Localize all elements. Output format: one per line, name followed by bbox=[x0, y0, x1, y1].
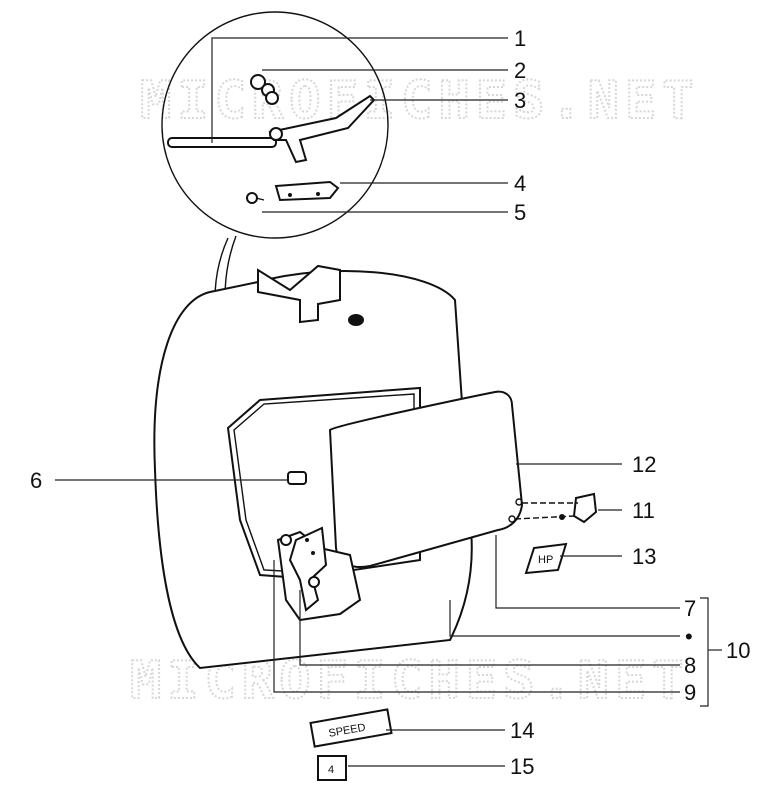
callout-9: 9 bbox=[684, 680, 696, 705]
bracket-icon bbox=[274, 180, 340, 202]
leg-shield-body bbox=[153, 264, 473, 670]
svg-text:4: 4 bbox=[328, 764, 334, 776]
bullet-dot: • bbox=[685, 624, 693, 649]
gear-decal: 4 bbox=[317, 755, 347, 781]
callout-5: 5 bbox=[514, 200, 526, 225]
callout-12: 12 bbox=[632, 452, 656, 477]
callout-14: 14 bbox=[510, 718, 534, 743]
callout-15: 15 bbox=[510, 754, 534, 779]
watermark-top: MICROFICHES.NET bbox=[140, 71, 700, 131]
leader-lines bbox=[55, 37, 722, 767]
latch-icon bbox=[268, 94, 376, 164]
lock-bracket-icon bbox=[276, 526, 362, 622]
panel-icon bbox=[328, 390, 524, 568]
callout-2: 2 bbox=[514, 58, 526, 83]
speed-decal: SPEED bbox=[309, 708, 393, 748]
detail-circle bbox=[161, 11, 389, 239]
callout-13: 13 bbox=[632, 544, 656, 569]
screw-icon bbox=[246, 192, 265, 204]
lever-rod-icon bbox=[167, 137, 277, 148]
spring-icon bbox=[250, 74, 279, 105]
svg-text:HP: HP bbox=[538, 554, 553, 566]
catch-icon bbox=[508, 492, 598, 524]
callout-6: 6 bbox=[30, 468, 42, 493]
callout-8: 8 bbox=[684, 653, 696, 678]
callout-10: 10 bbox=[726, 638, 750, 663]
callout-11: 11 bbox=[632, 498, 655, 523]
callout-4: 4 bbox=[514, 171, 526, 196]
hp-decal: HP bbox=[524, 542, 568, 575]
callout-1: 1 bbox=[514, 26, 526, 51]
callout-3: 3 bbox=[514, 88, 526, 113]
callout-7: 7 bbox=[684, 596, 696, 621]
clip-icon bbox=[287, 471, 307, 485]
